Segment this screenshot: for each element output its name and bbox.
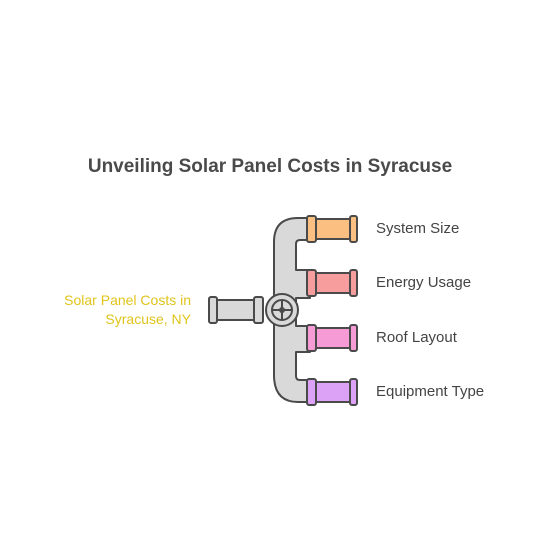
input-pipe-cap: [208, 296, 218, 324]
branch-label-4: Equipment Type: [376, 383, 485, 400]
outlet-pipe-4: [306, 378, 358, 406]
outlet-pipe-2: [306, 269, 358, 297]
outlet-pipe-1: [306, 215, 358, 243]
source-label: Solar Panel Costs in Syracuse, NY: [64, 291, 191, 329]
branch-label-1: System Size: [376, 220, 460, 237]
branch-label-3: Roof Layout: [376, 329, 457, 346]
outlet-pipe-3: [306, 324, 358, 352]
source-label-line-1: Solar Panel Costs in: [64, 292, 191, 308]
diagram-title: Unveiling Solar Panel Costs in Syracuse: [87, 156, 453, 177]
input-pipe-collar: [253, 296, 264, 324]
source-label-line-2: Syracuse, NY: [105, 311, 191, 327]
input-pipe: [213, 299, 259, 321]
branch-label-2: Energy Usage: [376, 274, 472, 291]
valve-icon: [265, 293, 299, 327]
